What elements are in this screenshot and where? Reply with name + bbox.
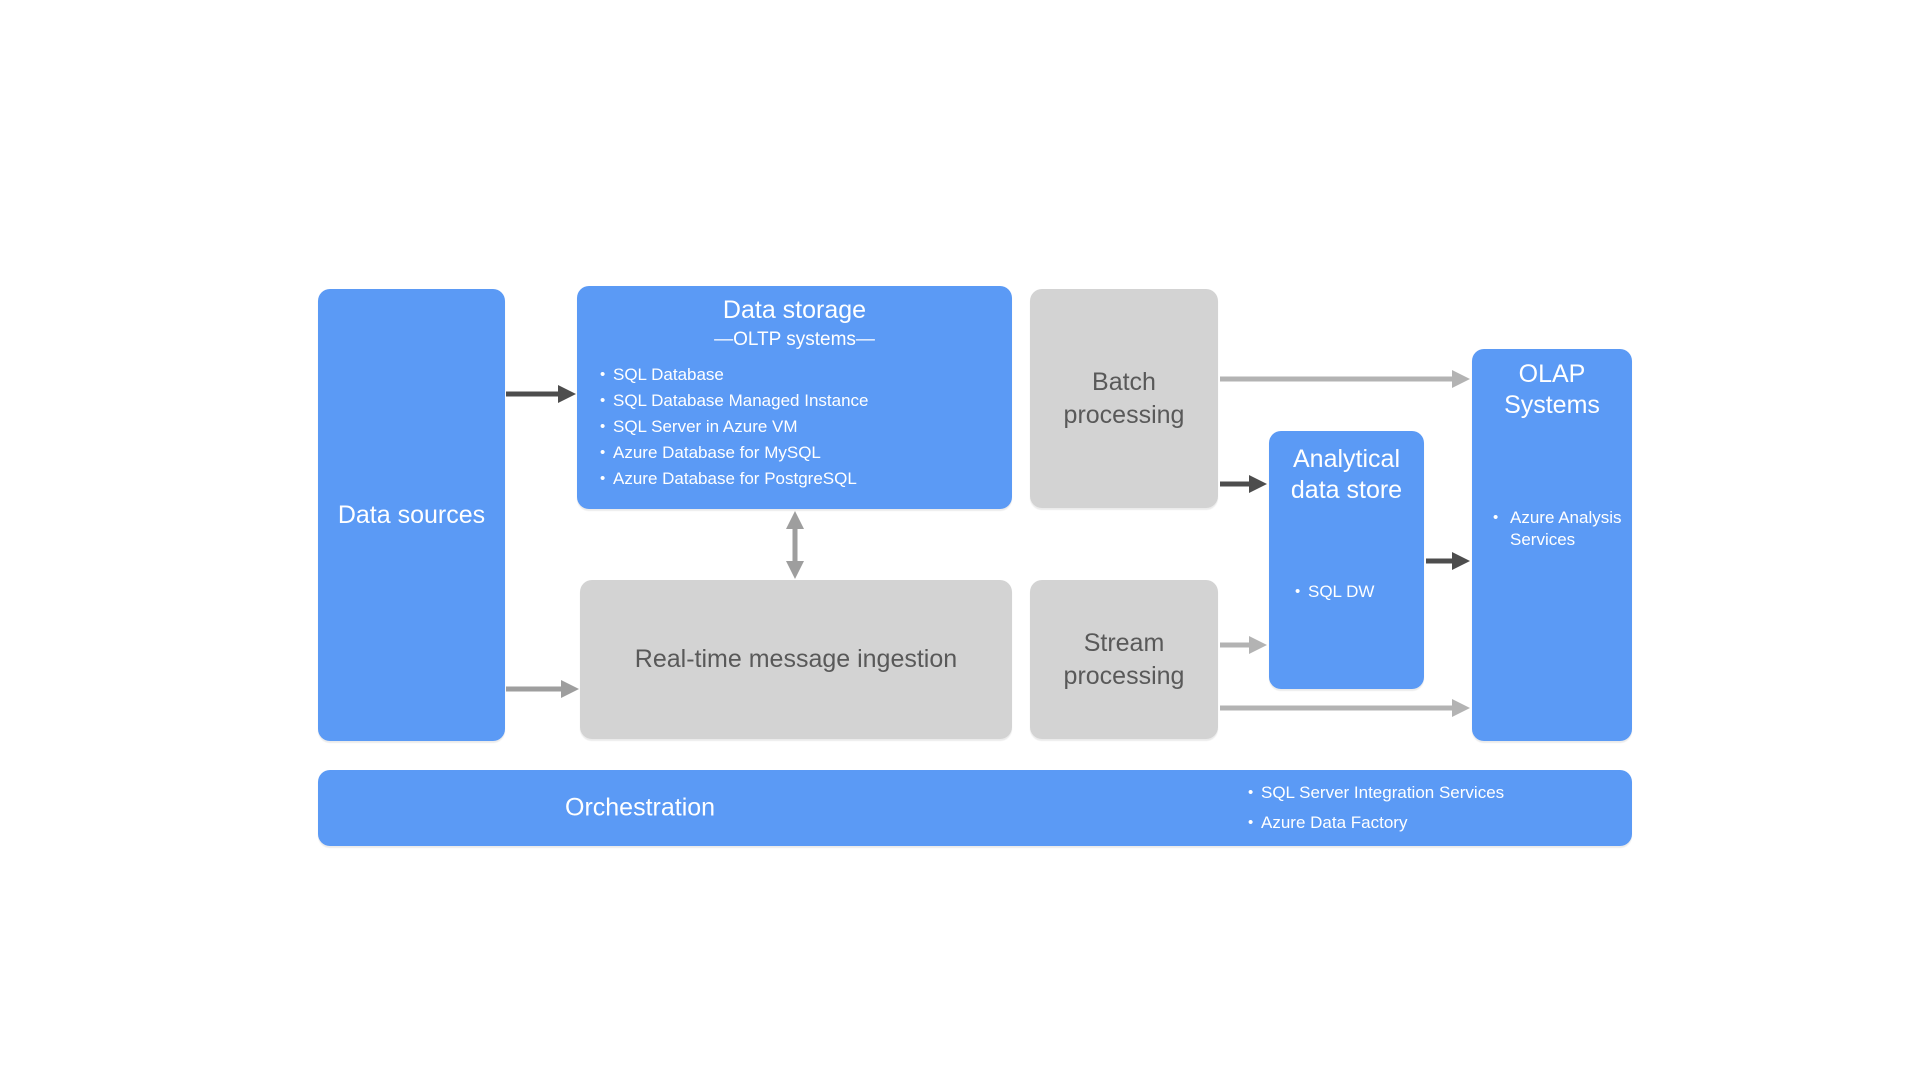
list-item: SQL DW [1295, 579, 1374, 605]
orchestration-list: SQL Server Integration Services Azure Da… [1248, 778, 1504, 838]
arrow-stream-processing-to-olap-systems [1220, 699, 1470, 717]
list-item: SQL Database [600, 362, 1012, 388]
arrow-stream-processing-to-analytical-data-store [1220, 636, 1267, 654]
arrow-data-storage-to-real-time-message-ingestion-bidirectional [786, 511, 804, 579]
box-orchestration: Orchestration SQL Server Integration Ser… [318, 770, 1632, 846]
stream-processing-label: Stream processing [1063, 629, 1185, 690]
arrow-batch-processing-to-olap-systems [1220, 370, 1470, 388]
box-stream-processing: Stream processing [1030, 580, 1218, 739]
olap-systems-title: OLAP Systems [1504, 360, 1600, 419]
data-sources-label: Data sources [337, 500, 486, 529]
data-storage-list: SQL Database SQL Database Managed Instan… [577, 362, 1012, 492]
analytical-data-store-title: Analytical data store [1290, 445, 1403, 504]
list-item: Azure Database for PostgreSQL [600, 466, 1012, 492]
list-item: SQL Server in Azure VM [600, 414, 1012, 440]
box-batch-processing: Batch processing [1030, 289, 1218, 508]
box-olap-systems: OLAP Systems Azure Analysis Services [1472, 349, 1632, 741]
data-storage-title: Data storage [722, 296, 867, 324]
olap-systems-list: Azure Analysis Services [1472, 507, 1632, 551]
box-data-sources: Data sources [318, 289, 505, 741]
real-time-message-ingestion-label: Real-time message ingestion [634, 645, 958, 674]
arrow-data-sources-to-real-time-message-ingestion [506, 680, 579, 698]
arrow-batch-processing-to-analytical-data-store [1220, 475, 1267, 493]
arrow-data-sources-to-data-storage [506, 385, 576, 403]
orchestration-label: Orchestration [565, 793, 716, 822]
batch-processing-label: Batch processing [1063, 368, 1185, 429]
list-item: Azure Analysis Services [1493, 507, 1632, 551]
box-analytical-data-store: Analytical data store SQL DW [1269, 431, 1424, 689]
data-storage-subtitle: —OLTP systems— [714, 328, 875, 350]
box-real-time-message-ingestion: Real-time message ingestion [580, 580, 1012, 739]
box-data-storage: Data storage —OLTP systems— SQL Database… [577, 286, 1012, 509]
analytical-data-store-list: SQL DW [1269, 579, 1374, 605]
list-item: SQL Database Managed Instance [600, 388, 1012, 414]
list-item: SQL Server Integration Services [1248, 778, 1504, 808]
list-item: Azure Database for MySQL [600, 440, 1012, 466]
arrow-analytical-data-store-to-olap-systems [1426, 552, 1470, 570]
list-item: Azure Data Factory [1248, 808, 1504, 838]
